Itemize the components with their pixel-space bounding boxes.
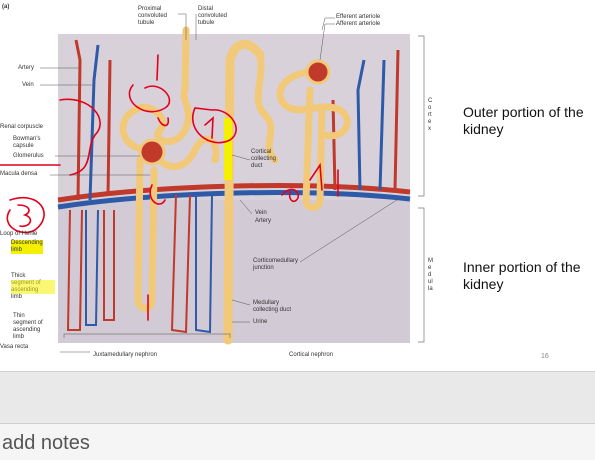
collecting-duct-highlight bbox=[224, 118, 232, 180]
juxtamedullary-tubule bbox=[119, 26, 220, 312]
notes-placeholder[interactable]: add notes bbox=[2, 432, 90, 454]
label-cortex: Cortex bbox=[428, 98, 433, 132]
label-bowmans-capsule: Bowman's capsule bbox=[13, 136, 41, 149]
panel-label: (a) bbox=[2, 4, 10, 10]
label-vein: Vein bbox=[22, 82, 34, 88]
label-artery-center: Artery bbox=[255, 218, 272, 224]
label-distal-tubule: Distal convoluted tubule bbox=[198, 6, 228, 26]
side-text-outer: Outer portion of the kidney bbox=[463, 104, 584, 137]
notes-pane[interactable]: add notes bbox=[0, 423, 595, 460]
highlight-ascending-limb bbox=[11, 280, 55, 294]
nephron-brackets bbox=[63, 333, 231, 338]
label-juxtamedullary-nephron: Juxtamedullary nephron bbox=[93, 352, 158, 358]
label-loop-of-henle: Loop of Henle bbox=[0, 231, 38, 237]
interlobular-vessels bbox=[74, 39, 400, 201]
label-artery: Artery bbox=[18, 65, 35, 71]
label-afferent-arteriole: Afferent arteriole bbox=[336, 21, 381, 27]
label-medullary-collecting-duct: Medullary collecting duct bbox=[253, 300, 292, 313]
side-text-inner: Inner portion of the kidney bbox=[463, 259, 581, 292]
glomerulus-juxta bbox=[138, 138, 166, 166]
slide-canvas: (a) Proximal convoluted tubule Distal co… bbox=[0, 0, 595, 371]
slide-navigator-strip bbox=[0, 371, 595, 424]
label-vasa-recta: Vasa recta bbox=[0, 344, 29, 350]
label-cortical-nephron: Cortical nephron bbox=[289, 352, 334, 358]
label-descending-limb: Descending limb bbox=[11, 240, 43, 254]
label-renal-corpuscle: Renal corpuscle bbox=[0, 124, 44, 130]
nephron-diagram bbox=[0, 13, 425, 353]
label-efferent-arteriole: Efferent arteriole bbox=[336, 14, 381, 20]
label-thin-ascending-limb: Thin segment of ascending limb bbox=[13, 313, 43, 340]
label-urine: Urine bbox=[253, 319, 268, 325]
label-vein-center: Vein bbox=[255, 210, 267, 216]
handwritten-annotations bbox=[0, 54, 339, 321]
label-proximal-tubule: Proximal convoluted tubule bbox=[138, 6, 168, 26]
region-brackets bbox=[418, 35, 425, 343]
label-glomerulus: Glomerulus bbox=[13, 153, 44, 159]
slide-number: 16 bbox=[541, 353, 549, 360]
label-cortical-collecting-duct: Cortical collecting duct bbox=[251, 149, 277, 169]
label-corticomedullary-junction: Corticomedullary junction bbox=[253, 258, 299, 271]
label-medulla: Medulla bbox=[428, 258, 433, 292]
label-macula-densa: Macula densa bbox=[0, 171, 38, 177]
collecting-duct bbox=[223, 39, 265, 345]
cortical-tubule bbox=[254, 51, 351, 211]
leader-lines bbox=[40, 13, 401, 353]
vasa-recta bbox=[66, 194, 213, 334]
medulla-tissue bbox=[58, 200, 410, 343]
glomerulus-cortical bbox=[305, 59, 331, 85]
